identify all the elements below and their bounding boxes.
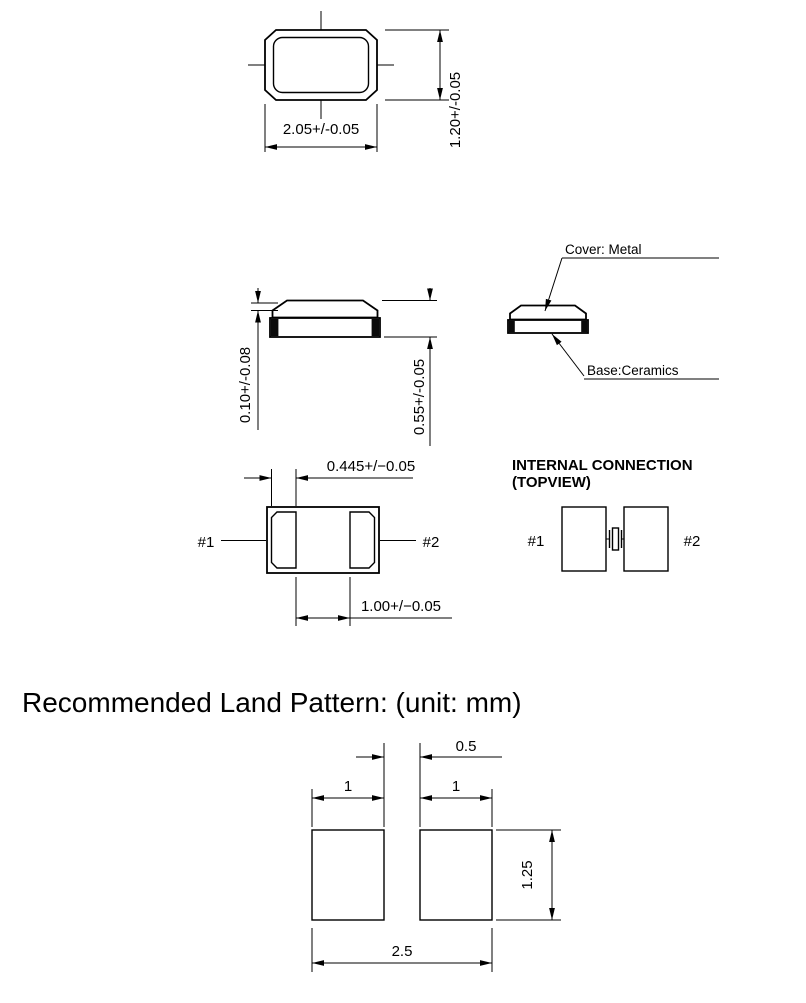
terminal-2-rect	[623, 506, 669, 572]
castellation-left	[270, 318, 279, 337]
pad-1-hatched	[270, 511, 297, 569]
dim-pad-pitch-text: 1.00+/−0.05	[361, 598, 441, 615]
bottom-view: 0.445+/−0.05 1.00+/−0.05 #1 #2	[198, 458, 452, 626]
dim-overall-width-text: 2.5	[392, 943, 413, 960]
dim-pad-left-text: 1	[344, 778, 352, 795]
dim-lid-height-text: 0.10+/-0.08	[237, 347, 254, 423]
crystal-body	[611, 527, 620, 551]
pin1-label: #1	[198, 534, 215, 551]
dim-pad-height-text: 1.25	[519, 860, 536, 889]
castellation-right	[581, 320, 588, 333]
internal-connection-title: INTERNAL CONNECTION	[512, 457, 693, 474]
dim-pad-right-text: 1	[452, 778, 460, 795]
labeled-side-view: Cover: Metal Base:Ceramics	[507, 242, 719, 380]
castellation-right	[371, 318, 380, 337]
land-pad-right-hatched	[419, 829, 493, 921]
package-inner-cavity	[272, 36, 370, 94]
package-outline-chamfered	[264, 29, 378, 101]
pin2-label: #2	[423, 534, 440, 551]
crystal-symbol	[606, 527, 624, 551]
land-pad-left-hatched	[311, 829, 385, 921]
top-view: 2.05+/-0.05 1.20+/-0.05	[248, 11, 464, 152]
dim-total-height-text: 0.55+/-0.05	[411, 359, 428, 435]
dim-gap-text: 0.5	[456, 738, 477, 755]
base-outline	[269, 317, 381, 338]
base-leader-line	[551, 333, 585, 377]
pad-2-hatched	[349, 511, 376, 569]
terminal-1-rect	[561, 506, 607, 572]
side-view: 0.10+/-0.08 0.55+/-0.05	[237, 288, 437, 446]
base-label: Base:Ceramics	[587, 363, 679, 378]
land-pattern-section: Recommended Land Pattern: (unit: mm) 0.5…	[22, 687, 561, 972]
dim-height-text: 1.20+/-0.05	[447, 72, 464, 148]
metal-cover-profile	[509, 304, 587, 321]
cover-leader-line	[544, 257, 563, 312]
metal-cover-profile	[271, 299, 379, 319]
internal-connection-subtitle: (TOPVIEW)	[512, 474, 591, 491]
internal-connection: INTERNAL CONNECTION (TOPVIEW) #1 #2	[512, 457, 701, 572]
package-outline	[266, 506, 380, 574]
pin2-label: #2	[684, 533, 701, 550]
dim-width-text: 2.05+/-0.05	[283, 121, 359, 138]
land-pattern-heading: Recommended Land Pattern: (unit: mm)	[22, 687, 522, 718]
pin1-label: #1	[528, 533, 545, 550]
base-outline	[507, 319, 589, 334]
cover-label: Cover: Metal	[565, 242, 642, 257]
dim-pad-width-text: 0.445+/−0.05	[327, 458, 415, 475]
castellation-left	[508, 320, 515, 333]
